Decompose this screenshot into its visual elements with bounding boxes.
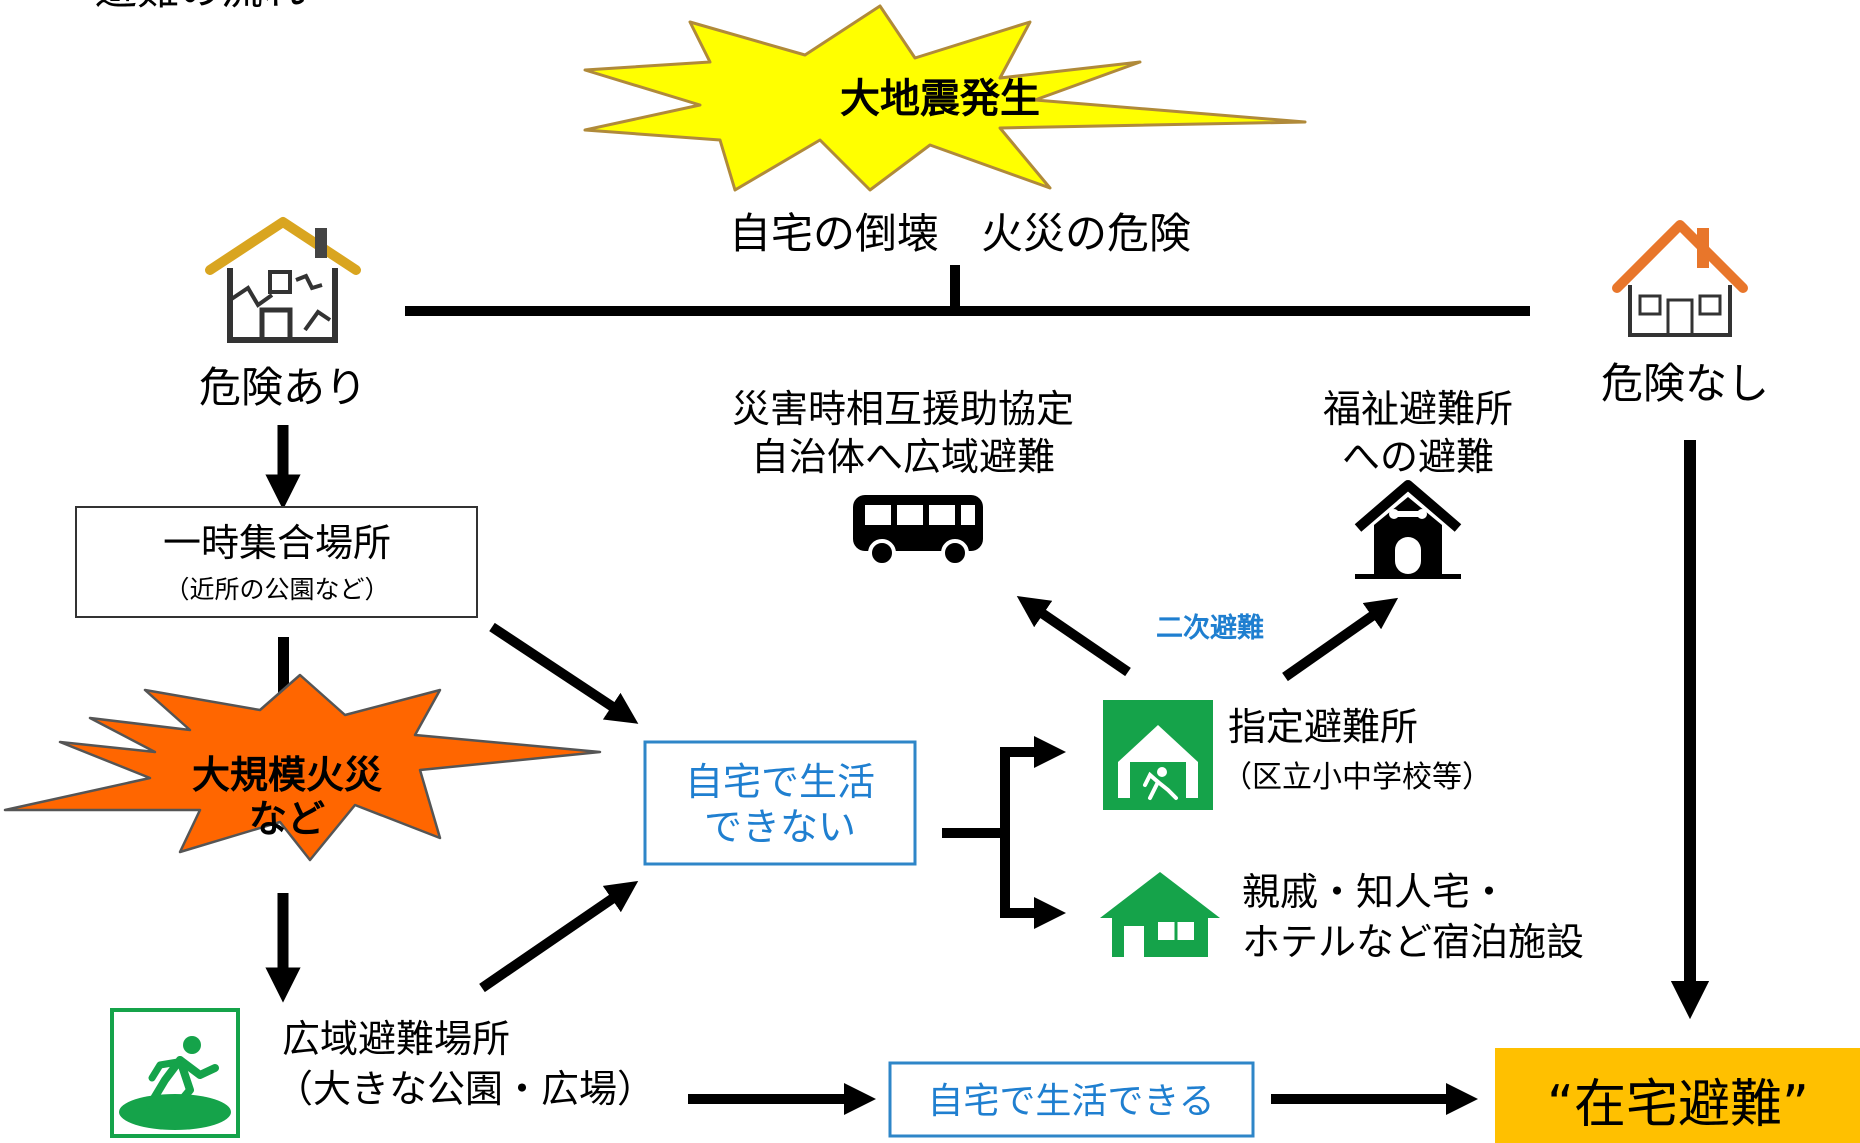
danger-yes-label: 危険あり — [199, 363, 367, 412]
risk-caption: 自宅の倒壊 火災の危険 — [729, 209, 1191, 258]
safe-house-icon — [1612, 220, 1748, 337]
home-evac-label: “在宅避難” — [1547, 1075, 1809, 1135]
damaged-house-icon — [205, 217, 361, 343]
arrow-gathering-to-cannot-live — [489, 622, 639, 724]
temp-gathering-box — [75, 506, 478, 618]
diagram-title: 避難の流れ — [95, 0, 305, 14]
wide-area-site-sub: （大きな公園・広場） — [275, 1067, 655, 1111]
home-evac-box — [1495, 1048, 1860, 1143]
welfare-shelter-icon — [1354, 480, 1462, 579]
designated-shelter-title: 指定避難所 — [1228, 705, 1418, 749]
cannot-live-box — [643, 740, 917, 866]
gathering-stem — [278, 637, 289, 695]
arrow-to-welfare-shelter — [1282, 597, 1399, 682]
relatives-line1: 親戚・知人宅・ — [1242, 870, 1508, 914]
designated-shelter-sub: （区立小中学校等） — [1222, 760, 1492, 795]
large-fire-line1: 大規模火災 — [192, 753, 382, 797]
temp-gathering-sub: （近所の公園など） — [164, 575, 389, 604]
wide-area-site-title: 広域避難場所 — [282, 1017, 510, 1061]
wide-area-site-icon — [110, 1008, 240, 1138]
designated-shelter-icon — [1103, 700, 1213, 810]
temp-gathering-title: 一時集合場所 — [163, 521, 391, 565]
danger-no-label: 危険なし — [1601, 359, 1769, 408]
mutual-aid-line2: 自治体へ広域避難 — [751, 435, 1055, 479]
welfare-shelter-line1: 福祉避難所 — [1323, 387, 1513, 431]
earthquake-burst — [583, 4, 1307, 192]
relatives-house-icon — [1100, 872, 1220, 957]
welfare-shelter-line2: への避難 — [1342, 435, 1494, 479]
mutual-aid-line1: 災害時相互援助協定 — [732, 387, 1074, 431]
large-fire-line2: など — [249, 797, 325, 841]
relatives-line2: ホテルなど宿泊施設 — [1242, 920, 1584, 964]
bus-icon — [853, 495, 983, 567]
secondary-evac-label: 二次避難 — [1156, 612, 1264, 644]
cannot-live-line1: 自宅で生活 — [685, 760, 875, 804]
arrow-wide-area-to-cannot-live — [479, 880, 639, 993]
split-line — [405, 306, 1530, 316]
arrow-to-mutual-aid — [1016, 595, 1131, 677]
split-stem — [950, 265, 960, 313]
can-live-label: 自宅で生活できる — [927, 1081, 1214, 1122]
earthquake-label: 大地震発生 — [840, 76, 1040, 122]
can-live-box — [888, 1061, 1255, 1138]
cannot-live-line2: できない — [704, 805, 856, 849]
large-fire-burst — [3, 673, 602, 862]
